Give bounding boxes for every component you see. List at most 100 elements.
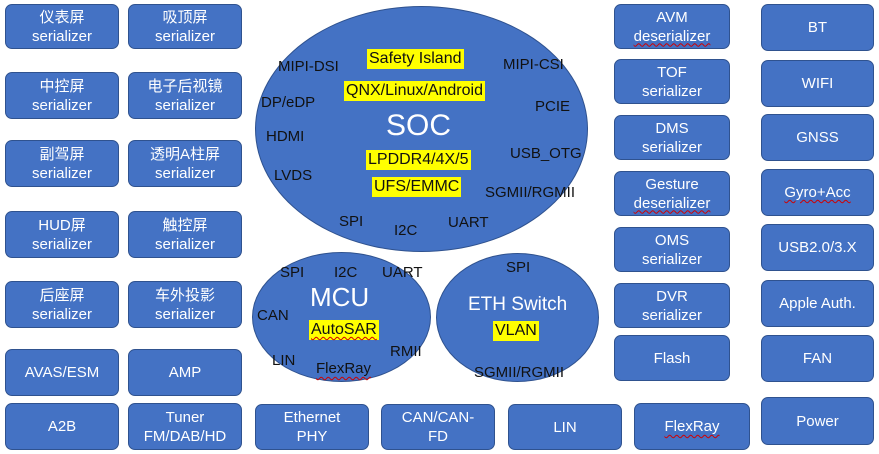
mcu-ellipse[interactable] xyxy=(252,252,431,382)
block-line-1: 车外投影 xyxy=(154,286,215,304)
block-can-canfd[interactable]: CAN/CAN- FD xyxy=(381,404,495,450)
block-power[interactable]: Power xyxy=(761,397,874,445)
block-tuner[interactable]: Tuner FM/DAB/HD xyxy=(128,403,242,450)
block-line-2: serializer xyxy=(641,306,702,324)
block-line-1: OMS xyxy=(654,231,690,249)
block-line-1: FlexRay xyxy=(664,418,720,435)
block-line-2: serializer xyxy=(154,27,215,45)
block-flash[interactable]: Flash xyxy=(614,335,730,381)
block-line-1: 副驾屏 xyxy=(39,145,85,163)
soc-if-pcie: PCIE xyxy=(535,98,571,115)
block-a-pillar-display-serializer[interactable]: 透明A柱屏 serializer xyxy=(128,140,242,187)
block-e-mirror-serializer[interactable]: 电子后视镜 serializer xyxy=(128,72,242,119)
block-line-1: Gesture xyxy=(645,175,699,193)
block-line-1: 中控屏 xyxy=(39,77,85,95)
block-rear-display-serializer[interactable]: 后座屏 serializer xyxy=(5,281,119,328)
mcu-highlight-autosar: AutoSAR xyxy=(309,320,379,340)
block-line-1: Tuner xyxy=(165,408,205,426)
eth-switch-ellipse[interactable] xyxy=(436,253,599,382)
block-line-1: USB2.0/3.X xyxy=(778,239,857,256)
mcu-if-lin: LIN xyxy=(272,352,296,369)
block-apple-auth[interactable]: Apple Auth. xyxy=(761,280,874,327)
soc-highlight-safety-island: Safety Island xyxy=(367,49,464,69)
block-avm-deserializer[interactable]: AVM deserializer xyxy=(614,4,730,49)
block-oms-serializer[interactable]: OMS serializer xyxy=(614,227,730,272)
block-line-1: HUD屏 xyxy=(38,216,86,234)
mcu-highlight-text: AutoSAR xyxy=(311,321,377,338)
block-line-1: FAN xyxy=(802,350,833,367)
block-ceiling-display-serializer[interactable]: 吸顶屏 serializer xyxy=(128,4,242,49)
block-line-2: serializer xyxy=(31,164,92,182)
block-line-2: serializer xyxy=(154,305,215,323)
block-line-1: CAN/CAN- xyxy=(401,409,475,426)
soc-if-spi: SPI xyxy=(339,213,364,230)
soc-highlight-os: QNX/Linux/Android xyxy=(344,81,485,101)
block-line-1: 后座屏 xyxy=(39,286,85,304)
soc-ellipse[interactable] xyxy=(255,6,588,252)
soc-title: SOC xyxy=(386,109,452,142)
block-dms-serializer[interactable]: DMS serializer xyxy=(614,115,730,160)
soc-if-mipi-dsi: MIPI-DSI xyxy=(278,58,339,75)
block-line-1: Apple Auth. xyxy=(779,295,856,312)
block-ethernet-phy[interactable]: Ethernet PHY xyxy=(255,404,369,450)
block-line-2: deserializer xyxy=(633,27,711,45)
block-line-2: deserializer xyxy=(633,194,711,212)
mcu-if-spi: SPI xyxy=(280,264,305,281)
block-line-2: FM/DAB/HD xyxy=(143,427,227,445)
block-line-2: serializer xyxy=(641,82,702,100)
block-avas-esm[interactable]: AVAS/ESM xyxy=(5,349,119,396)
block-touch-display-serializer[interactable]: 触控屏 serializer xyxy=(128,211,242,258)
block-line-2: serializer xyxy=(641,138,702,156)
block-a2b[interactable]: A2B xyxy=(5,403,119,450)
soc-if-sgmii-rgmii: SGMII/RGMII xyxy=(485,184,575,201)
mcu-if-flexray: FlexRay xyxy=(316,360,372,377)
mcu-title: MCU xyxy=(310,282,370,312)
mcu-if-uart: UART xyxy=(382,264,423,281)
soc-if-uart: UART xyxy=(448,214,489,231)
block-line-1: LIN xyxy=(553,418,577,436)
soc-if-mipi-csi: MIPI-CSI xyxy=(503,56,564,73)
block-line-1: 吸顶屏 xyxy=(162,8,208,26)
block-dvr-serializer[interactable]: DVR serializer xyxy=(614,283,730,328)
block-passenger-display-serializer[interactable]: 副驾屏 serializer xyxy=(5,140,119,187)
block-amp[interactable]: AMP xyxy=(128,349,242,396)
soc-if-hdmi: HDMI xyxy=(266,128,305,145)
block-bt[interactable]: BT xyxy=(761,4,874,51)
block-line-1: Flash xyxy=(653,349,691,367)
block-fan[interactable]: FAN xyxy=(761,335,874,382)
block-wifi[interactable]: WIFI xyxy=(761,60,874,107)
block-line-2: serializer xyxy=(31,305,92,323)
block-line-2: serializer xyxy=(154,96,215,114)
block-gnss[interactable]: GNSS xyxy=(761,114,874,161)
block-line-1: Power xyxy=(796,412,839,430)
block-line-1: BT xyxy=(807,19,828,36)
block-line-2: serializer xyxy=(31,235,92,253)
block-center-display-serializer[interactable]: 中控屏 serializer xyxy=(5,72,119,119)
block-gesture-deserializer[interactable]: Gesture deserializer xyxy=(614,171,730,216)
mcu-if-can: CAN xyxy=(257,307,289,324)
block-hud-serializer[interactable]: HUD屏 serializer xyxy=(5,211,119,258)
block-flexray[interactable]: FlexRay xyxy=(634,403,750,450)
block-line-2: serializer xyxy=(31,96,92,114)
block-tof-serializer[interactable]: TOF serializer xyxy=(614,59,730,104)
block-line-1: AVAS/ESM xyxy=(24,364,100,381)
block-gyro-acc[interactable]: Gyro+Acc xyxy=(761,169,874,216)
soc-if-i2c: I2C xyxy=(394,222,418,239)
block-line-2: serializer xyxy=(641,250,702,268)
block-lin[interactable]: LIN xyxy=(508,404,622,450)
block-cluster-display-serializer[interactable]: 仪表屏 serializer xyxy=(5,4,119,49)
block-line-1: 电子后视镜 xyxy=(147,77,223,95)
block-line-1: DMS xyxy=(655,119,689,137)
block-line-1: AMP xyxy=(168,364,202,381)
eth-if-spi: SPI xyxy=(506,259,531,276)
block-line-1: TOF xyxy=(657,63,687,81)
mcu-if-rmii: RMII xyxy=(390,343,422,360)
soc-highlight-storage: UFS/EMMC xyxy=(372,177,462,197)
block-exterior-projection-serializer[interactable]: 车外投影 serializer xyxy=(128,281,242,328)
block-line-1: A2B xyxy=(47,418,77,435)
soc-if-lvds: LVDS xyxy=(274,167,313,184)
block-line-1: GNSS xyxy=(796,129,839,146)
block-line-1: Ethernet xyxy=(283,409,341,426)
block-usb[interactable]: USB2.0/3.X xyxy=(761,224,874,271)
block-line-1: AVM xyxy=(656,8,688,26)
